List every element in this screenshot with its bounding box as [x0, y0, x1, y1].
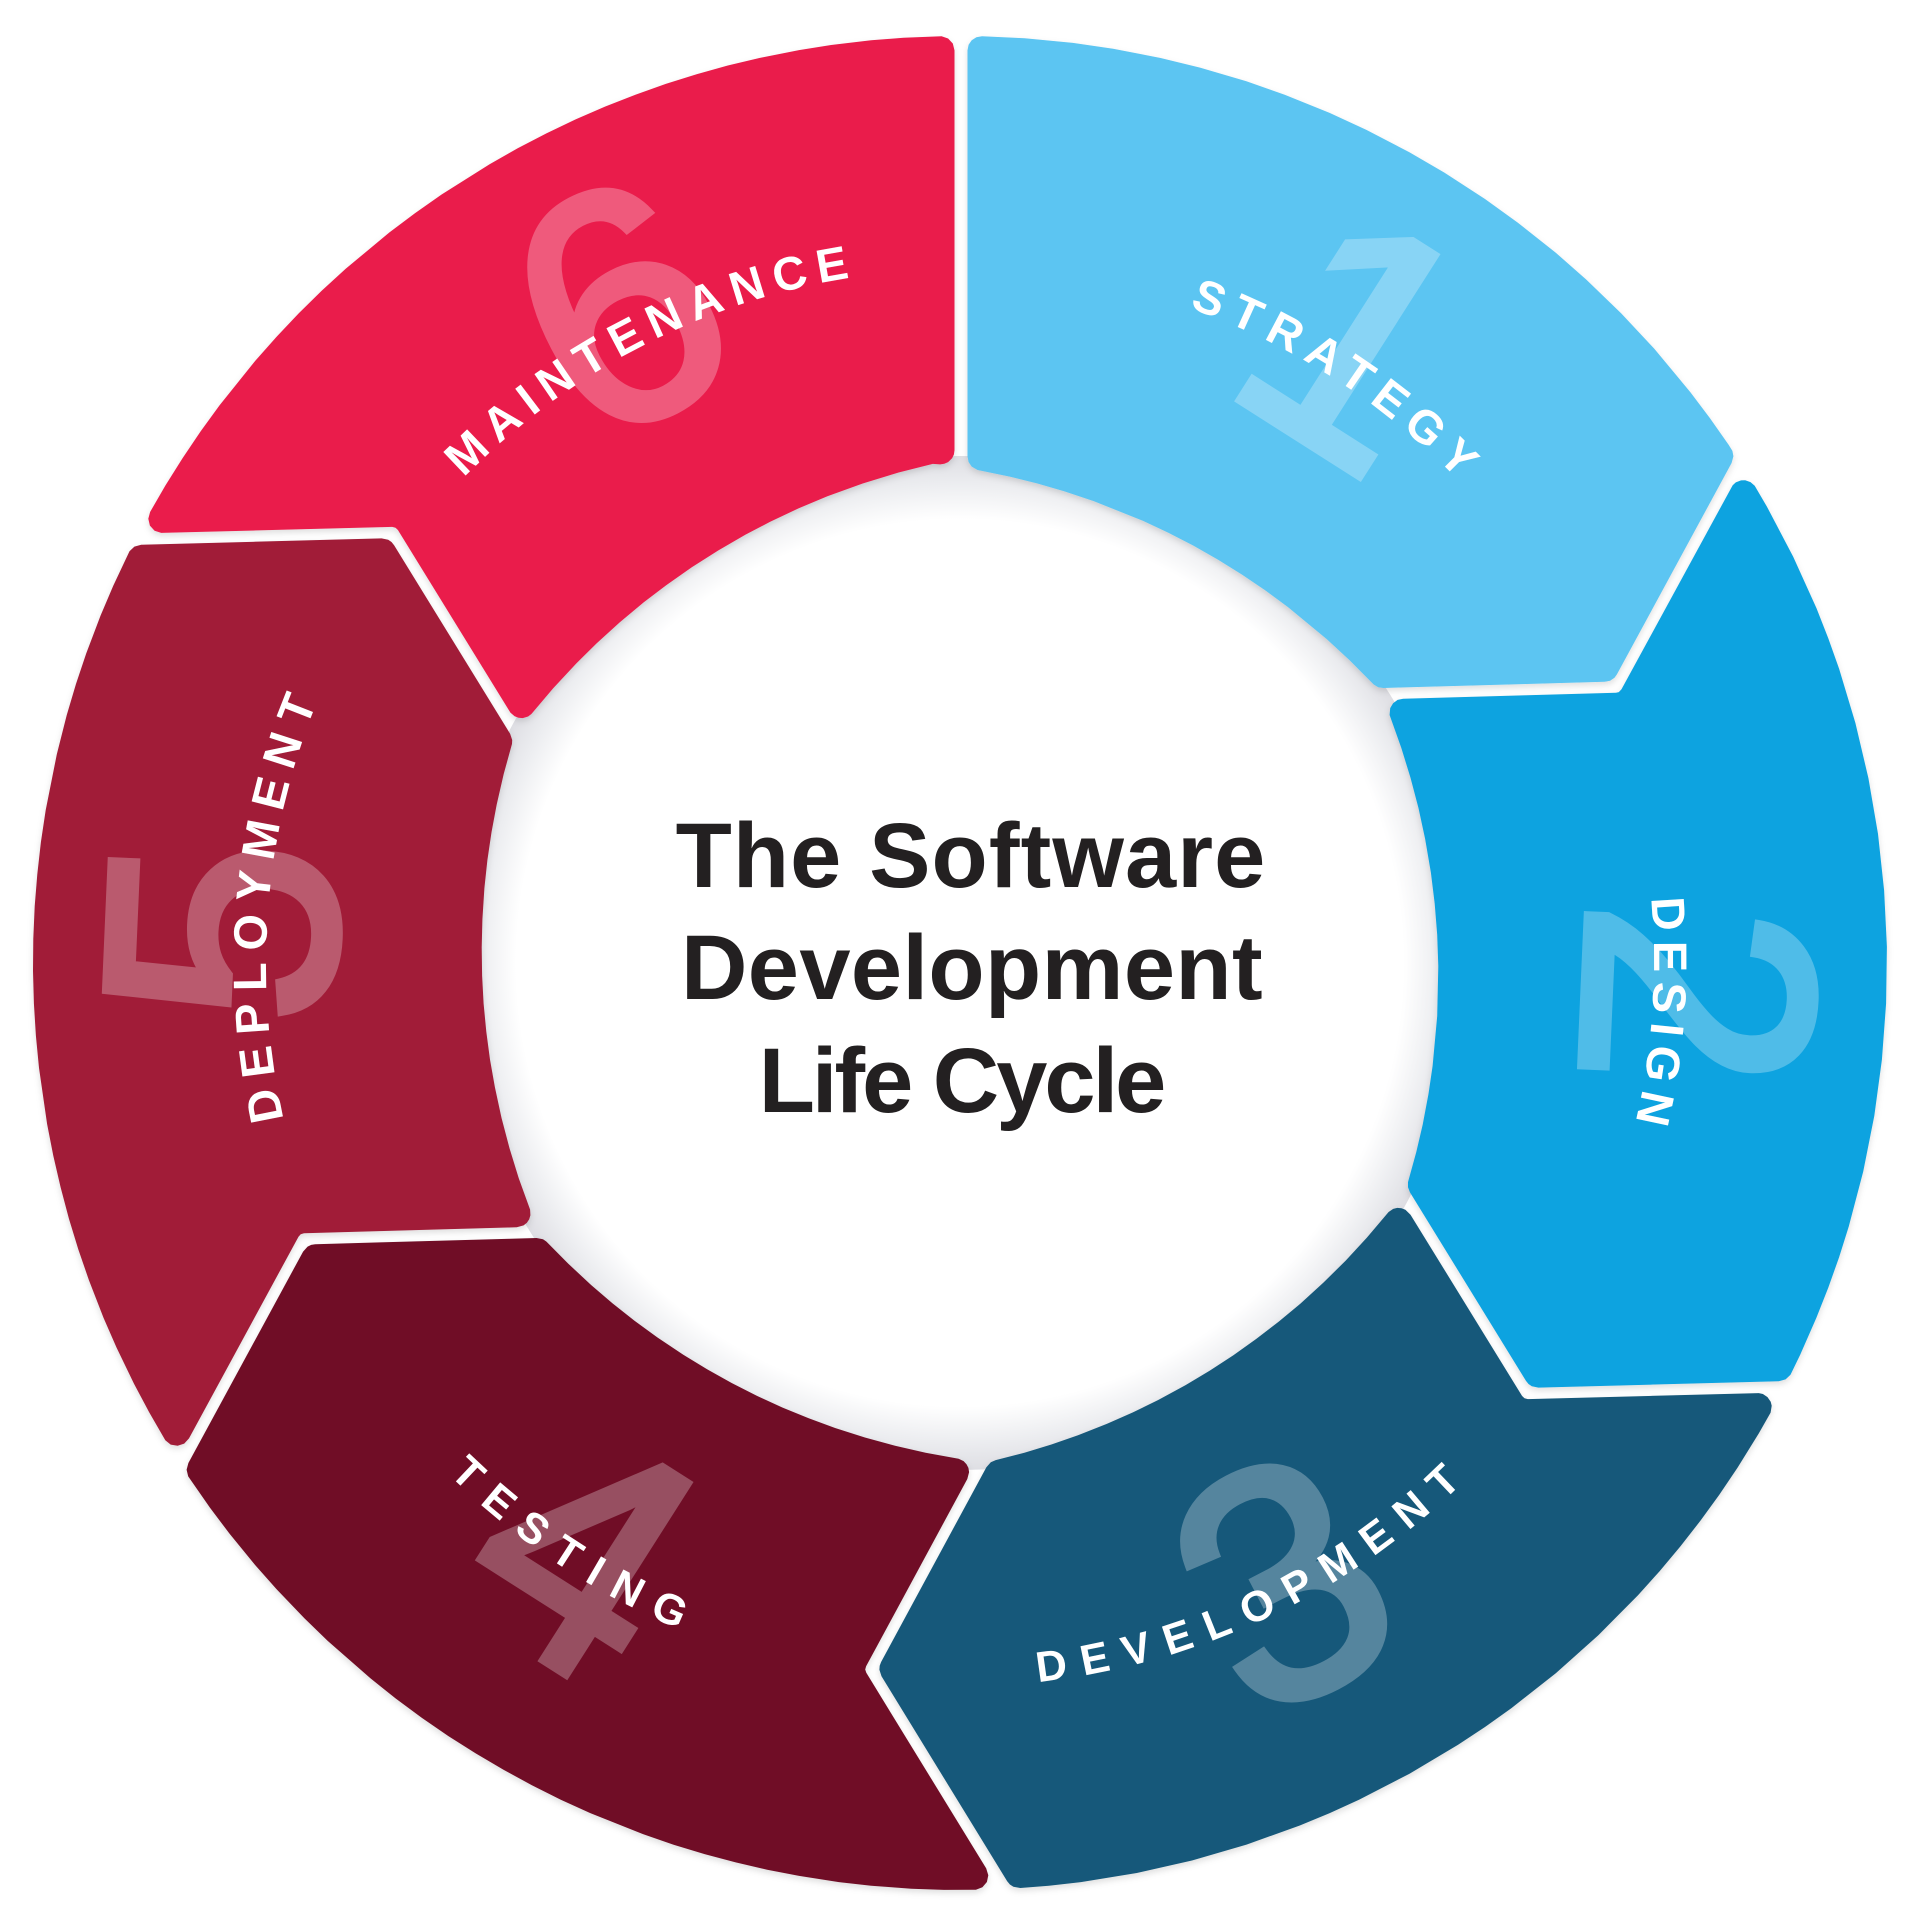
svg-text:Development: Development: [681, 917, 1263, 1019]
svg-text:The Software: The Software: [676, 805, 1267, 907]
svg-text:5: 5: [33, 831, 410, 1030]
svg-text:2: 2: [1510, 896, 1887, 1095]
svg-text:Life Cycle: Life Cycle: [759, 1030, 1164, 1132]
